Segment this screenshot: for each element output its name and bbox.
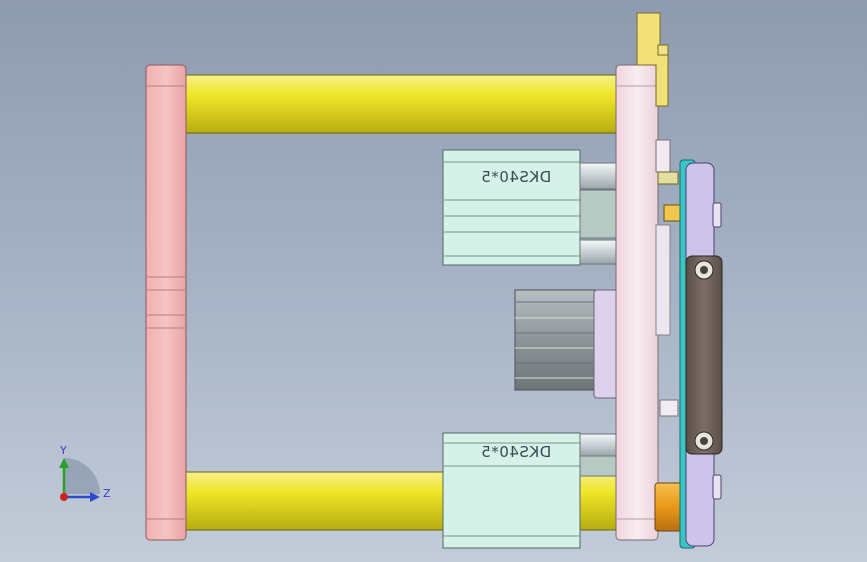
guide-rod-top[interactable]	[182, 74, 618, 134]
handle-grip[interactable]	[685, 255, 723, 455]
axis-triad-icon: Y Z	[59, 444, 111, 502]
motor-unit[interactable]	[514, 289, 619, 399]
left-end-plate[interactable]	[145, 64, 187, 541]
top-bracket[interactable]	[636, 12, 669, 107]
axis-z-label: Z	[103, 487, 111, 500]
middle-mounting-plate[interactable]	[615, 64, 659, 541]
cylinder-label-bottom: DKS40*5	[481, 443, 552, 461]
axis-y-label: Y	[59, 444, 67, 457]
air-cylinder-top[interactable]: DKS40*5	[442, 149, 619, 266]
sensor-bracket[interactable]	[655, 139, 683, 417]
air-cylinder-bottom[interactable]: DKS40*5	[442, 432, 619, 549]
cylinder-label-top: DKS40*5	[481, 168, 552, 186]
